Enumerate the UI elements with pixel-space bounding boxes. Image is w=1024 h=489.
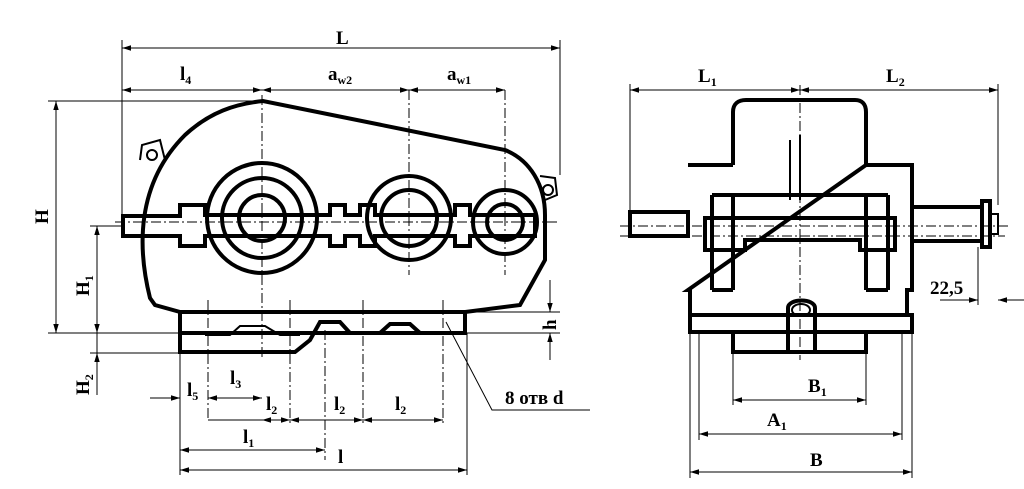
dim-A1-label: A1 (767, 410, 787, 433)
front-view (115, 90, 560, 460)
dim-l2b-label: l2 (334, 394, 345, 417)
dim-l1-label: l1 (243, 427, 254, 450)
side-shaft-band (703, 216, 897, 252)
front-lug-left (139, 138, 166, 161)
dim-H1-label: H1 (73, 275, 96, 296)
side-base (688, 313, 914, 334)
dim-H2-label: H2 (73, 374, 96, 395)
side-shaft-right-end (980, 199, 992, 249)
dim-l4-label: l4 (180, 64, 191, 87)
side-dimensions: L1 L2 22,5 B1 A1 B (629, 66, 1024, 478)
front-lug-right (539, 175, 559, 201)
side-shaft-left (628, 210, 690, 238)
dim-aw2-label: aw2 (328, 64, 352, 87)
front-housing-outline (140, 98, 547, 335)
dim-B1-label: B1 (808, 376, 827, 399)
front-lug-left-hole (146, 149, 158, 161)
dim-l-label: l (338, 447, 343, 468)
holes-leader (445, 321, 590, 411)
front-lug-right-hole (542, 184, 554, 196)
front-base-recess (205, 325, 300, 336)
side-shaft-right-tip (989, 213, 999, 235)
side-lift-boss (786, 298, 817, 350)
dim-l3-label: l3 (230, 368, 241, 391)
side-view (620, 85, 1010, 360)
dim-h-label: h (540, 319, 561, 330)
dim-L1-label: L1 (698, 66, 717, 89)
front-base (178, 310, 467, 354)
dim-L-label: L (336, 28, 349, 49)
dim-B-label: B (810, 450, 823, 471)
dim-H-label: H (32, 209, 53, 224)
dim-225-label: 22,5 (930, 278, 963, 299)
dim-l5-label: l5 (187, 380, 198, 403)
dim-L2-label: L2 (886, 66, 905, 89)
dim-l2c-label: l2 (395, 394, 406, 417)
dim-l2a-label: l2 (266, 394, 277, 417)
dim-aw1-label: aw1 (447, 64, 471, 87)
holes-label: 8 отв d (505, 388, 564, 409)
front-dimensions: L l4 aw2 aw1 H H1 H2 h l5 l3 l2 (32, 28, 590, 475)
side-lift-hole (791, 303, 811, 317)
